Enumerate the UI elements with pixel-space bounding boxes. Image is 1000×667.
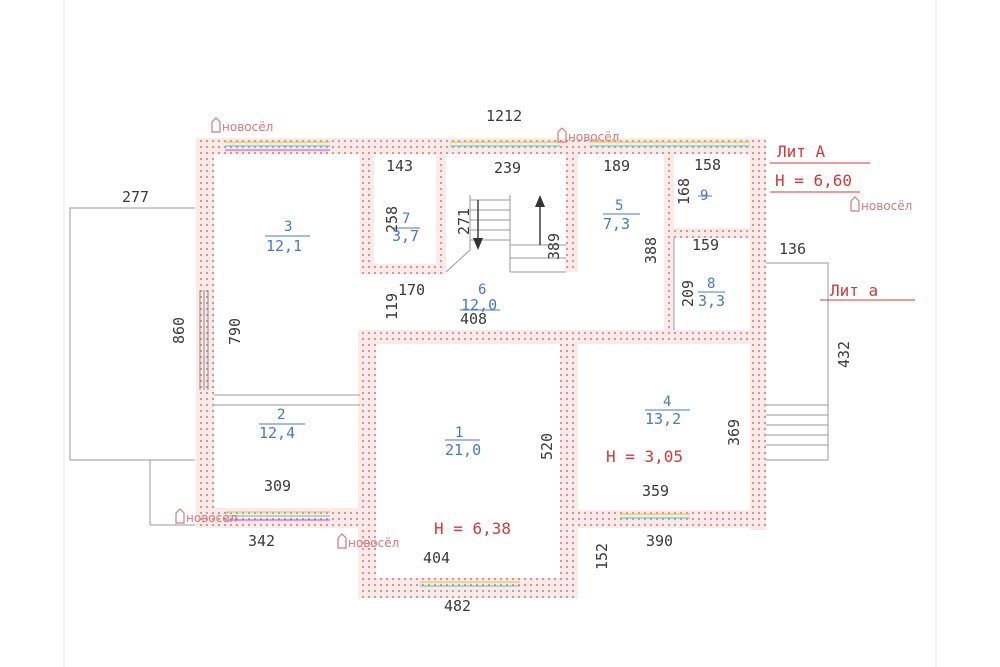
lit-a-leader: [770, 162, 915, 301]
room-6: 6 12,0: [461, 282, 497, 314]
left-porch: [69, 207, 195, 526]
room-2-number: 2: [277, 407, 285, 423]
dim-r5-width: 189: [603, 157, 630, 175]
dim-hall-408: 408: [460, 310, 487, 328]
dim-room2-width: 309: [264, 477, 291, 495]
dim-right-top: 136: [779, 240, 806, 258]
room-9: 9: [700, 188, 708, 204]
windows: [199, 141, 750, 587]
dim-hall-119: 119: [383, 293, 401, 320]
dim-r5-height: 388: [642, 237, 660, 264]
watermark-text-5: новосёл: [348, 536, 399, 550]
room4-height-label: H = 3,05: [606, 447, 683, 466]
watermark-logo: новосёл: [211, 117, 273, 134]
room-8-area: 3,3: [698, 292, 725, 310]
lit-A-label: Лит А: [777, 142, 826, 161]
watermark-logo: новосёл: [557, 127, 619, 144]
dim-r9-height: 168: [675, 178, 693, 205]
dim-room1-height: 520: [538, 433, 556, 460]
room-8: 8 3,3: [698, 276, 725, 310]
dim-left-height: 860: [170, 317, 188, 344]
room-7-area: 3,7: [392, 227, 419, 245]
watermark-text-2: новосёл: [568, 130, 619, 144]
room-4: 4 13,2: [645, 394, 681, 428]
room-5-area: 7,3: [603, 215, 630, 233]
dim-r9-width: 158: [694, 156, 721, 174]
dim-right-porch: 432: [835, 341, 853, 368]
dim-stair-271: 271: [455, 208, 473, 235]
dim-bottom-center: 482: [444, 597, 471, 615]
room-7-number: 7: [402, 211, 410, 227]
dim-room3-height: 790: [226, 318, 244, 345]
room-4-area: 13,2: [645, 410, 681, 428]
room-8-number: 8: [707, 276, 715, 292]
room-7: 7 3,7: [392, 211, 419, 245]
room-1: 1 21,0: [445, 425, 481, 459]
house-icon: [211, 117, 221, 133]
dim-hall-170: 170: [398, 281, 425, 299]
room1-height-label: H = 6,38: [434, 519, 511, 538]
room-3: 3 12,1: [266, 219, 302, 255]
watermark-logo: новосёл: [337, 533, 399, 550]
dim-r7-height: 258: [383, 206, 401, 233]
staircase: [470, 199, 566, 259]
dim-stair-389: 389: [545, 233, 563, 260]
watermark-logo: новосёл: [850, 196, 912, 213]
watermark-text-1: новосёл: [222, 120, 273, 134]
dim-porch-left: 277: [122, 188, 149, 206]
dim-bottom-right: 390: [646, 532, 673, 550]
room-2-area: 12,4: [259, 424, 295, 442]
dim-room1-width: 404: [423, 549, 450, 567]
stair-arrow-down-icon: [473, 200, 483, 250]
room-1-number: 1: [455, 425, 463, 441]
room-2: 2 12,4: [259, 407, 295, 442]
dim-room4-width: 359: [642, 482, 669, 500]
room-dividers: [259, 195, 725, 441]
dim-r8-height: 209: [679, 280, 697, 307]
room-4-number: 4: [663, 394, 671, 410]
stair-arrow-up-icon: [535, 195, 545, 245]
house-icon: [557, 127, 567, 143]
room-5: 5 7,3: [603, 198, 630, 233]
room-3-number: 3: [284, 219, 292, 235]
room-6-area: 12,0: [461, 296, 497, 314]
lit-a-height-label: H = 6,60: [775, 171, 852, 190]
interior-lines: [214, 195, 675, 406]
room-1-area: 21,0: [445, 441, 481, 459]
dim-r8-width: 159: [692, 236, 719, 254]
room-3-area: 12,1: [266, 237, 302, 255]
lit-a-label: Лит а: [830, 281, 878, 300]
room-6-number: 6: [478, 282, 486, 298]
watermark-text-3: новосёл: [861, 199, 912, 213]
watermark-text-4: новосёл: [186, 511, 237, 525]
dim-step: 152: [593, 543, 611, 570]
room-9-number: 9: [700, 188, 708, 204]
watermark-logo: новосёл: [175, 508, 237, 525]
dim-top-total: 1212: [486, 107, 522, 125]
room-5-number: 5: [615, 198, 623, 214]
house-icon: [850, 196, 860, 212]
right-porch: [766, 262, 829, 461]
dim-r7-width: 143: [386, 157, 413, 175]
dim-room4-height: 369: [725, 419, 743, 446]
house-icon: [175, 508, 185, 524]
dim-stair-width: 239: [494, 159, 521, 177]
dim-bottom-left: 342: [248, 532, 275, 550]
house-icon: [337, 533, 347, 549]
